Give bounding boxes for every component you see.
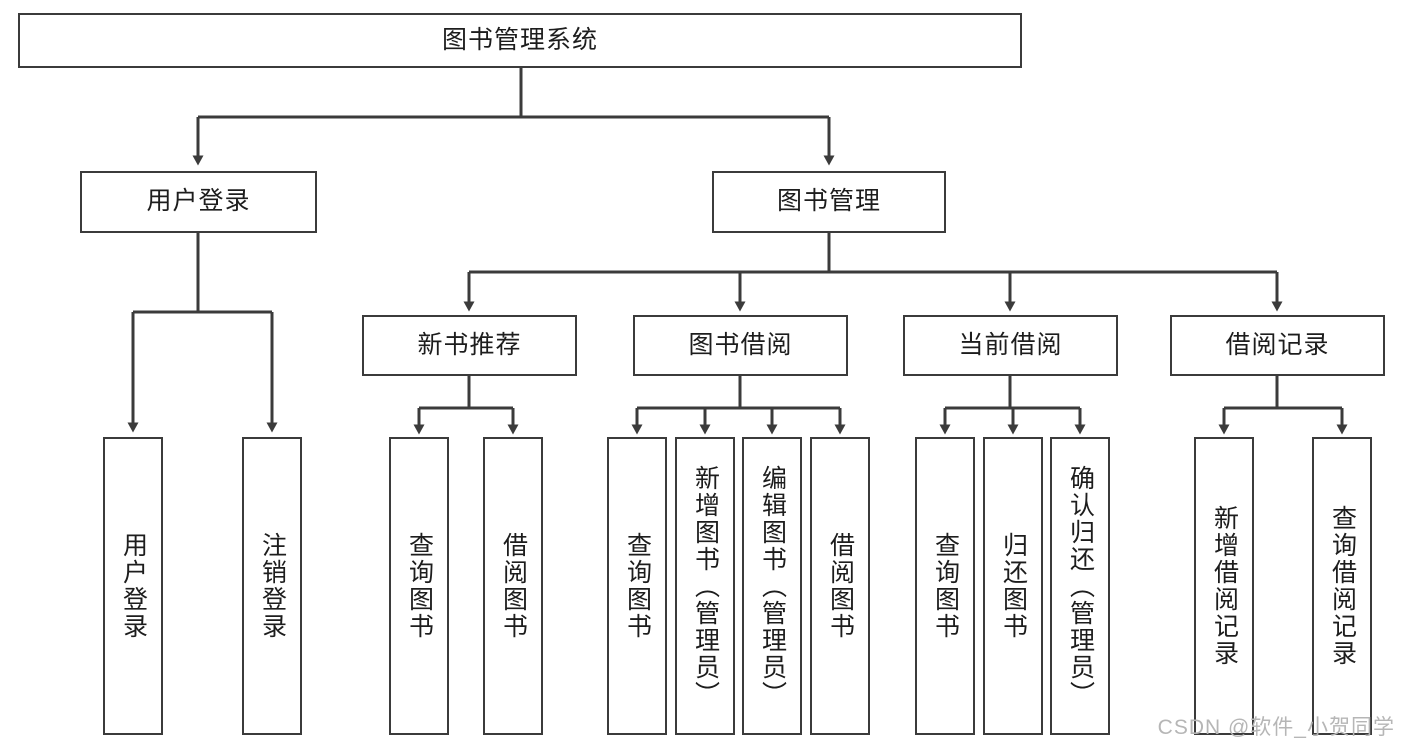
leaf-add-book-label: 新增图书（管理员） (691, 464, 720, 708)
node-new-book-rec[interactable]: 新书推荐 (362, 315, 577, 376)
leaf-borrow-book-2-label: 借阅图书 (826, 532, 855, 640)
leaf-add-book[interactable]: 新增图书（管理员） (675, 437, 735, 735)
leaf-confirm-return-label: 确认归还（管理员） (1066, 464, 1095, 708)
leaf-borrow-book-1[interactable]: 借阅图书 (483, 437, 543, 735)
leaf-query-record[interactable]: 查询借阅记录 (1312, 437, 1372, 735)
leaf-query-record-label: 查询借阅记录 (1328, 505, 1357, 667)
node-user-login-label: 用户登录 (146, 187, 251, 216)
leaf-add-record[interactable]: 新增借阅记录 (1194, 437, 1254, 735)
leaf-return-book-label: 归还图书 (999, 532, 1028, 640)
leaf-edit-book[interactable]: 编辑图书（管理员） (742, 437, 802, 735)
leaf-query-book-2-label: 查询图书 (623, 532, 652, 640)
leaf-borrow-book-2[interactable]: 借阅图书 (810, 437, 870, 735)
node-root[interactable]: 图书管理系统 (18, 13, 1022, 68)
node-book-manage-label: 图书管理 (776, 187, 881, 216)
leaf-query-book-2[interactable]: 查询图书 (607, 437, 667, 735)
node-borrow-record-label: 借阅记录 (1225, 330, 1330, 359)
leaf-edit-book-label: 编辑图书（管理员） (758, 464, 787, 708)
node-book-borrow-label: 图书借阅 (688, 330, 793, 359)
leaf-query-book-1-label: 查询图书 (405, 532, 434, 640)
node-new-book-rec-label: 新书推荐 (417, 330, 522, 359)
leaf-user-login[interactable]: 用户登录 (103, 437, 163, 735)
leaf-return-book[interactable]: 归还图书 (983, 437, 1043, 735)
leaf-user-logout[interactable]: 注销登录 (242, 437, 302, 735)
node-borrow-record[interactable]: 借阅记录 (1170, 315, 1385, 376)
node-book-manage[interactable]: 图书管理 (712, 171, 946, 233)
leaf-borrow-book-1-label: 借阅图书 (499, 532, 528, 640)
leaf-query-book-3[interactable]: 查询图书 (915, 437, 975, 735)
node-current-borrow[interactable]: 当前借阅 (903, 315, 1118, 376)
leaf-add-record-label: 新增借阅记录 (1210, 505, 1239, 667)
node-book-borrow[interactable]: 图书借阅 (633, 315, 848, 376)
leaf-user-logout-label: 注销登录 (258, 532, 287, 640)
node-current-borrow-label: 当前借阅 (958, 330, 1063, 359)
leaf-user-login-label: 用户登录 (119, 532, 148, 640)
node-user-login[interactable]: 用户登录 (80, 171, 317, 233)
leaf-query-book-1[interactable]: 查询图书 (389, 437, 449, 735)
watermark: CSDN @软件_小贺同学 (1157, 716, 1395, 739)
node-root-label: 图书管理系统 (441, 25, 598, 54)
leaf-query-book-3-label: 查询图书 (931, 532, 960, 640)
leaf-confirm-return[interactable]: 确认归还（管理员） (1050, 437, 1110, 735)
